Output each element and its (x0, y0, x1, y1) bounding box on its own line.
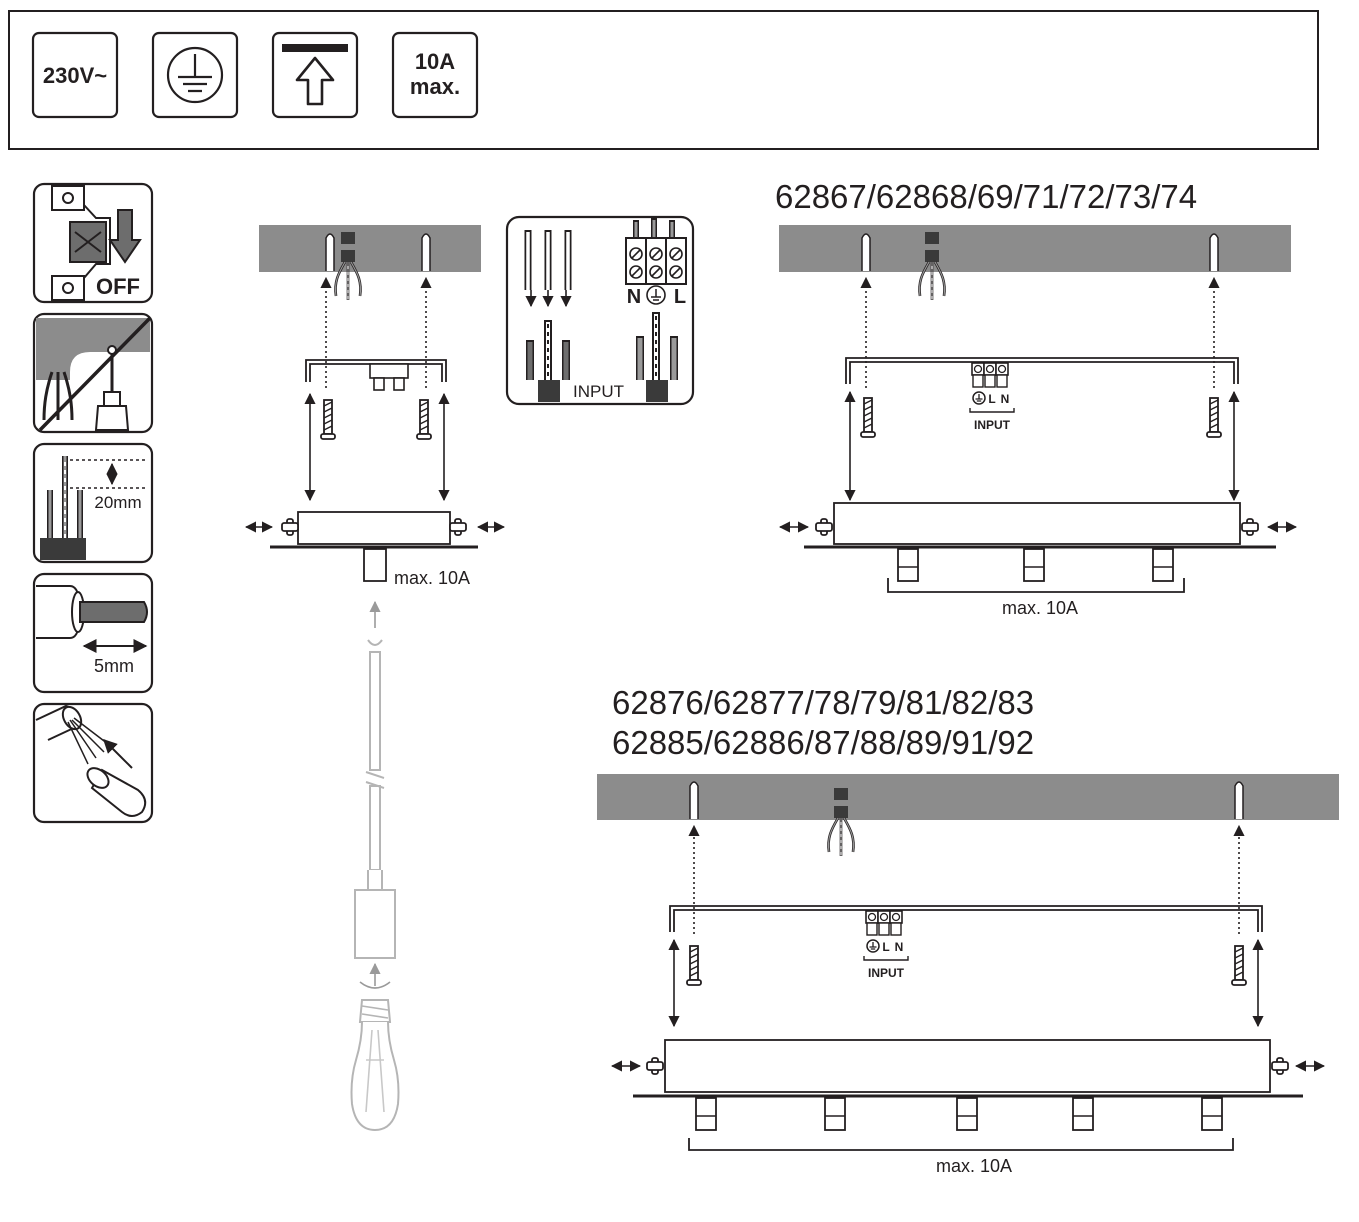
five-spot-models-1: 62876/62877/78/79/81/82/83 (612, 684, 1034, 721)
five-max-label: max. 10A (936, 1156, 1012, 1176)
terminal-detail-input: INPUT (573, 382, 624, 401)
current-badge (391, 31, 479, 119)
five-terminal-l: L (882, 940, 889, 954)
voltage-label: 230V~ (43, 63, 107, 88)
current-label-top: 10A (415, 49, 455, 74)
strip-5mm-icon: 5mm (32, 572, 154, 694)
ground-symbol-icon (151, 31, 239, 119)
single-max-label: max. 10A (394, 568, 470, 588)
three-terminal-l: L (988, 392, 995, 406)
ceiling-mount-icon (271, 31, 359, 119)
three-max-label: max. 10A (1002, 598, 1078, 618)
voltage-badge (31, 31, 119, 119)
terminal-n-label: N (627, 286, 641, 308)
no-cable-hang-icon (32, 312, 154, 434)
power-off-icon: OFF (32, 182, 154, 304)
terminal-detail-panel: INPUT N L (505, 215, 695, 406)
three-spot-diagram: 62867/62868/69/71/72/73/74 L N INPUT max… (775, 178, 1298, 618)
wire-end-sleeve-icon (32, 702, 154, 824)
terminal-l-label: L (674, 286, 686, 308)
five-spot-models-2: 62885/62886/87/88/89/91/92 (612, 724, 1034, 761)
strip-20mm-icon: 20mm (32, 442, 154, 564)
three-spot-models: 62867/62868/69/71/72/73/74 (775, 178, 1197, 215)
three-input-label: INPUT (974, 418, 1011, 432)
header-panel: 230V~ 10A max. (8, 10, 1319, 150)
current-label-bottom: max. (410, 74, 460, 99)
five-spot-diagram: 62876/62877/78/79/81/82/83 62885/62886/8… (597, 684, 1339, 1176)
three-terminal-n: N (1001, 392, 1010, 406)
strip-20mm-label: 20mm (94, 493, 141, 512)
ceiling-bar (597, 774, 1339, 820)
off-label: OFF (96, 274, 140, 299)
ceiling-bar (259, 225, 481, 272)
single-pendant-diagram: max. 10A (244, 225, 506, 1132)
strip-5mm-label: 5mm (94, 656, 134, 676)
five-terminal-n: N (895, 940, 904, 954)
five-input-label: INPUT (868, 966, 905, 980)
